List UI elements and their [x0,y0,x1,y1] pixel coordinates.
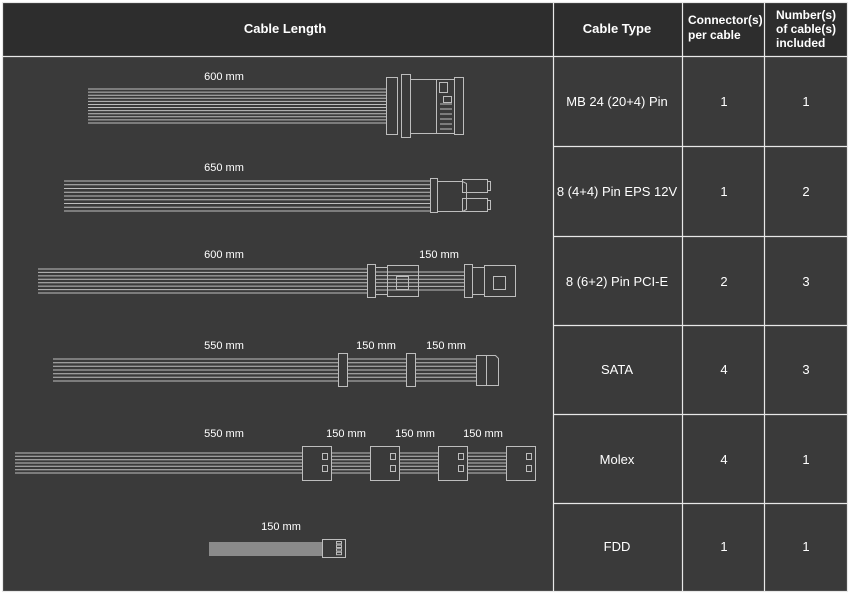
header-connectors-line2: per cable [688,28,741,42]
row-4-length-2: 150 mm [356,340,396,352]
header-included-line2: of cable(s) [776,22,836,36]
row-6-included: 1 [802,539,809,554]
molex-pin [526,453,532,460]
molex-connectors [302,446,536,481]
connector-housing [437,181,467,212]
row-4-connectors: 4 [720,362,727,377]
fdd-connector-pins [336,541,342,556]
row-3-connectors: 2 [720,274,727,289]
molex-connector [506,446,536,481]
molex-pin [390,465,396,472]
sata-cable-illustration [53,353,499,387]
row-3-length-2: 150 mm [419,249,459,261]
molex-pin [458,465,464,472]
row-4-length-3: 150 mm [426,340,466,352]
row-6-type: FDD [604,539,631,554]
row-1-included: 1 [802,94,809,109]
molex-pin [526,465,532,472]
row-3-length-1: 600 mm [204,249,244,261]
row-5-type: Molex [600,452,635,467]
molex-pin [322,453,328,460]
row-3-type: 8 (6+2) Pin PCI-E [566,274,669,289]
row-5-length-2: 150 mm [326,428,366,440]
connector-tip [487,181,491,191]
molex-connector [370,446,400,481]
row-6-connectors: 1 [720,539,727,554]
molex-pin [458,453,464,460]
row-1-connectors: 1 [720,94,727,109]
row-1-length-1: 600 mm [204,71,244,83]
connector-pin-slots [440,103,452,130]
fdd-pin [336,551,342,556]
wire-bundle [15,452,507,474]
row-5-length-1: 550 mm [204,428,244,440]
fdd-connector [322,539,346,558]
connector-latch [396,276,409,290]
wire-bundle [88,88,387,124]
eps-8pin-cable-illustration [64,178,491,213]
molex-connector [302,446,332,481]
header-cable-length: Cable Length [244,21,326,36]
header-row [3,3,847,56]
molex-connector [438,446,468,481]
row-2-included: 2 [802,184,809,199]
connector-head [484,265,516,297]
sata-connector [338,353,348,387]
row-4-included: 3 [802,362,809,377]
molex-pin [390,453,396,460]
table-background [3,3,847,591]
mb-24pin-cable-illustration [88,74,464,138]
connector-head [387,265,419,297]
connector-tab [443,96,452,103]
molex-cable-illustration [15,446,536,481]
sata-connector [406,353,416,387]
row-3-included: 3 [802,274,809,289]
fdd-pin [336,548,342,552]
sata-connector-end [476,355,499,386]
fdd-pin [336,544,342,548]
row-4-length-1: 550 mm [204,340,244,352]
header-included-line1: Number(s) [776,8,836,22]
fdd-pin [336,541,342,545]
header-cable-type: Cable Type [583,21,651,36]
connector-tab [439,82,448,93]
row-5-connectors: 4 [720,452,727,467]
fdd-cable-illustration [209,539,346,558]
fdd-wire [209,542,323,556]
connector-clip [430,178,438,213]
molex-pin [322,465,328,472]
row-2-length-1: 650 mm [204,162,244,174]
row-2-type: 8 (4+4) Pin EPS 12V [557,184,678,199]
connector-clip [386,77,398,135]
row-5-length-4: 150 mm [463,428,503,440]
wire-bundle [64,180,431,212]
row-2-connectors: 1 [720,184,727,199]
connector-end [454,77,464,135]
header-connectors-line1: Connector(s) [688,13,763,27]
connector-latch [493,276,506,290]
wire-bundle [38,268,465,294]
row-4-type: SATA [601,362,633,377]
row-6-length-1: 150 mm [261,521,301,533]
row-1-type: MB 24 (20+4) Pin [566,94,668,109]
connector-tip [487,200,491,210]
header-included-line3: included [776,36,825,50]
row-5-length-3: 150 mm [395,428,435,440]
row-5-included: 1 [802,452,809,467]
pcie-8pin-cable-illustration [38,264,516,298]
wire-bundle [53,358,477,382]
